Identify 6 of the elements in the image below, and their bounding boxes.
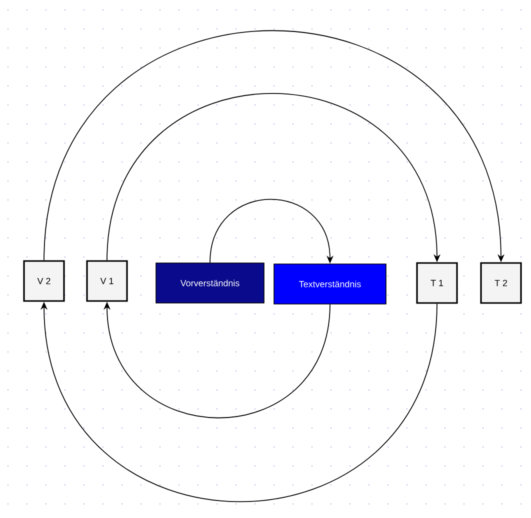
label-box: V 1 [86,260,128,302]
label-box: T 2 [480,262,522,304]
label-box: T 1 [416,262,458,304]
concept-box: Textverständnis [274,264,386,304]
label-box: V 2 [23,260,65,302]
concept-box: Vorverständnis [156,262,264,304]
